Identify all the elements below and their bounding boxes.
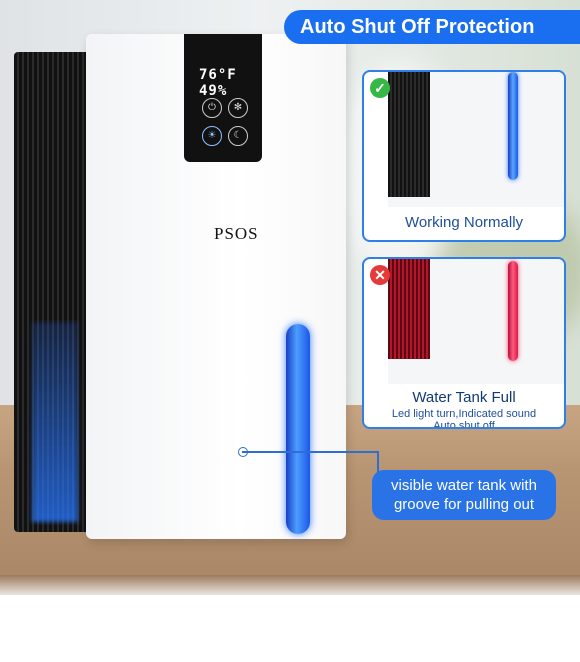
dehumidifier: 76°F 49% ⏻ ✻ ☀ ☾ PSOS	[14, 34, 346, 539]
brand-logo: PSOS	[214, 224, 259, 243]
callout-line	[242, 451, 377, 453]
water-tank-window	[286, 324, 310, 534]
normal-side-grille	[388, 72, 430, 197]
led-sound-note: Led light turn,Indicated sound	[391, 408, 537, 420]
side-blue-glow	[32, 322, 78, 522]
water-tank-full-label: Water Tank Full	[412, 389, 516, 406]
power-icon[interactable]: ⏻	[202, 98, 222, 118]
water-tank-callout: visible water tank with groove for pulli…	[372, 470, 556, 520]
working-normally-label: Working Normally	[404, 214, 524, 231]
check-icon: ✓	[370, 78, 390, 98]
side-grille	[14, 52, 96, 532]
red-water-tube	[508, 261, 518, 361]
feature-title-badge: Auto Shut Off Protection	[284, 10, 580, 44]
mode-icon[interactable]: ✻	[228, 98, 248, 118]
normal-state-image	[388, 72, 564, 207]
red-side-grille	[388, 259, 430, 359]
temperature-humidity-display: 76°F 49%	[199, 67, 237, 99]
callout-line-vertical	[377, 451, 379, 474]
table-edge	[0, 575, 580, 595]
x-icon: ✕	[370, 265, 390, 285]
sleep-icon[interactable]: ☾	[228, 126, 248, 146]
blue-water-tube	[508, 72, 518, 180]
callout-line-1: visible water tank with	[391, 477, 537, 494]
auto-shut-off-note: Auto shut off	[433, 420, 495, 429]
light-icon[interactable]: ☀	[202, 126, 222, 146]
control-panel: 76°F 49% ⏻ ✻ ☀ ☾	[184, 34, 262, 162]
water-tank-full-card: ✕ Water Tank Full Led light turn,Indicat…	[362, 257, 566, 429]
working-normally-card: ✓ Working Normally	[362, 70, 566, 242]
dehumidifier-front: 76°F 49% ⏻ ✻ ☀ ☾ PSOS	[86, 34, 346, 539]
callout-line-2: groove for pulling out	[393, 496, 535, 513]
full-state-image	[388, 259, 564, 384]
floor	[0, 595, 580, 662]
